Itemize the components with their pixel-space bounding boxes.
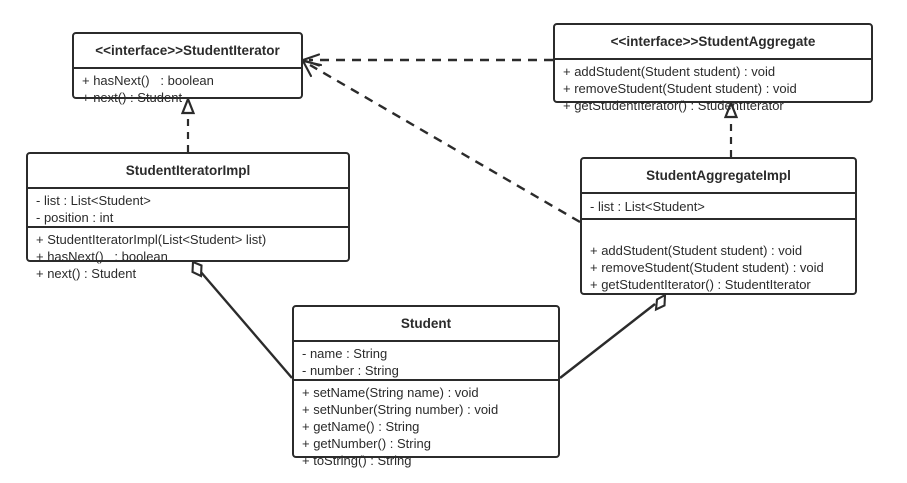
class-name-student-aggregate: <<interface>>StudentAggregate — [610, 34, 816, 49]
attributes-compartment-student-aggregate-impl: - list : List<Student> — [582, 192, 855, 218]
method-item: + getNumber() : String — [302, 436, 431, 451]
class-name-student-iterator: <<interface>>StudentIterator — [95, 43, 280, 58]
edge-dependency-aggregate-to-iterator — [301, 53, 553, 67]
edge-aggregation-aggregateimpl-student — [559, 293, 667, 379]
method-item: + hasNext() : boolean — [36, 249, 168, 264]
methods-compartment-student-iterator: + hasNext() : boolean + next() : Student — [74, 67, 301, 106]
class-name-student-aggregate-impl: StudentAggregateImpl — [646, 168, 791, 183]
attribute-item: - list : List<Student> — [36, 193, 151, 208]
method-item: + removeStudent(Student student) : void — [563, 81, 797, 96]
attribute-item: - list : List<Student> — [590, 199, 705, 214]
class-box-student-aggregate-impl[interactable]: StudentAggregateImpl - list : List<Stude… — [580, 157, 857, 295]
method-item: + getName() : String — [302, 419, 420, 434]
methods-compartment-student-iterator-impl: + StudentIteratorImpl(List<Student> list… — [28, 226, 348, 282]
method-item: + next() : Student — [82, 90, 183, 105]
method-item: + setNunber(String number) : void — [302, 402, 499, 417]
class-box-student-aggregate[interactable]: <<interface>>StudentAggregate + addStude… — [553, 23, 873, 113]
attributes-compartment-student: - name : String - number : String — [294, 340, 558, 379]
method-item: + getStudentIterator() : StudentIterator — [563, 98, 784, 113]
method-item: + setName(String name) : void — [302, 385, 479, 400]
method-item: + removeStudent(Student student) : void — [590, 260, 824, 275]
class-name-student: Student — [400, 316, 452, 331]
class-box-student-iterator[interactable]: <<interface>>StudentIterator + hasNext()… — [72, 32, 303, 105]
attribute-item: - name : String — [302, 346, 388, 361]
method-item: + toString() : String — [302, 453, 412, 468]
attribute-item: - position : int — [36, 210, 114, 225]
method-item: + StudentIteratorImpl(List<Student> list… — [36, 232, 267, 247]
methods-compartment-student: + setName(String name) : void + setNunbe… — [294, 379, 558, 469]
edge-realization-iterator — [180, 95, 196, 152]
methods-compartment-student-aggregate-impl: + addStudent(Student student) : void + r… — [582, 218, 855, 296]
method-item: + getStudentIterator() : StudentIterator — [590, 277, 811, 292]
method-item: + addStudent(Student student) : void — [563, 64, 776, 79]
method-item: + next() : Student — [36, 266, 137, 281]
method-item: + hasNext() : boolean — [82, 73, 214, 88]
methods-compartment-student-aggregate: + addStudent(Student student) : void + r… — [555, 58, 871, 114]
class-name-student-iterator-impl: StudentIteratorImpl — [125, 163, 251, 178]
class-box-student[interactable]: Student - name : String - number : Strin… — [292, 305, 560, 468]
attributes-compartment-student-iterator-impl: - list : List<Student> - position : int — [28, 187, 348, 226]
class-box-student-iterator-impl[interactable]: StudentIteratorImpl - list : List<Studen… — [26, 152, 350, 281]
method-item: + addStudent(Student student) : void — [590, 243, 803, 258]
attribute-item: - number : String — [302, 363, 399, 378]
